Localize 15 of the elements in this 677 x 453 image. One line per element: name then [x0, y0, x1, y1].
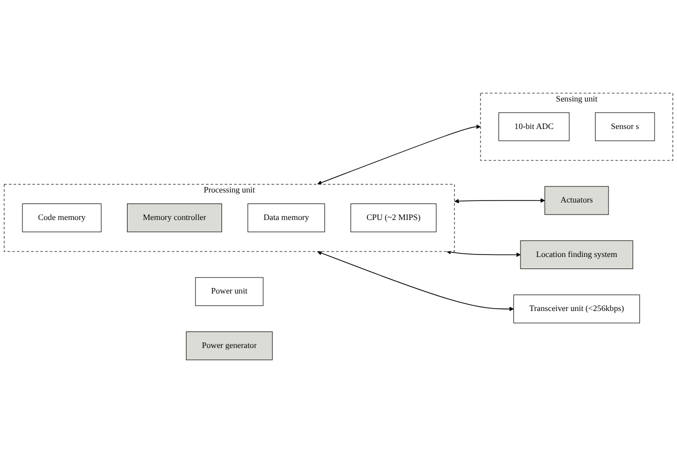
arrow	[454, 198, 546, 204]
node-box: Actuators	[544, 186, 609, 215]
arrow	[317, 124, 481, 185]
node-box: Code memory	[22, 204, 102, 232]
arrow	[317, 250, 514, 312]
node-box: Power unit	[195, 277, 264, 306]
node-box: Sensor s	[595, 112, 655, 142]
node-box: 10-bit ADC	[498, 112, 570, 142]
arrow	[446, 250, 521, 257]
node-box: Transceiver unit (<256kbps)	[513, 294, 640, 324]
node-box: Location finding system	[520, 240, 634, 270]
node-box: Power generator	[186, 331, 273, 360]
node-box: CPU (~2 MIPS)	[350, 204, 436, 232]
node-box: Memory controller	[127, 204, 222, 232]
node-box: Data memory	[248, 204, 325, 232]
